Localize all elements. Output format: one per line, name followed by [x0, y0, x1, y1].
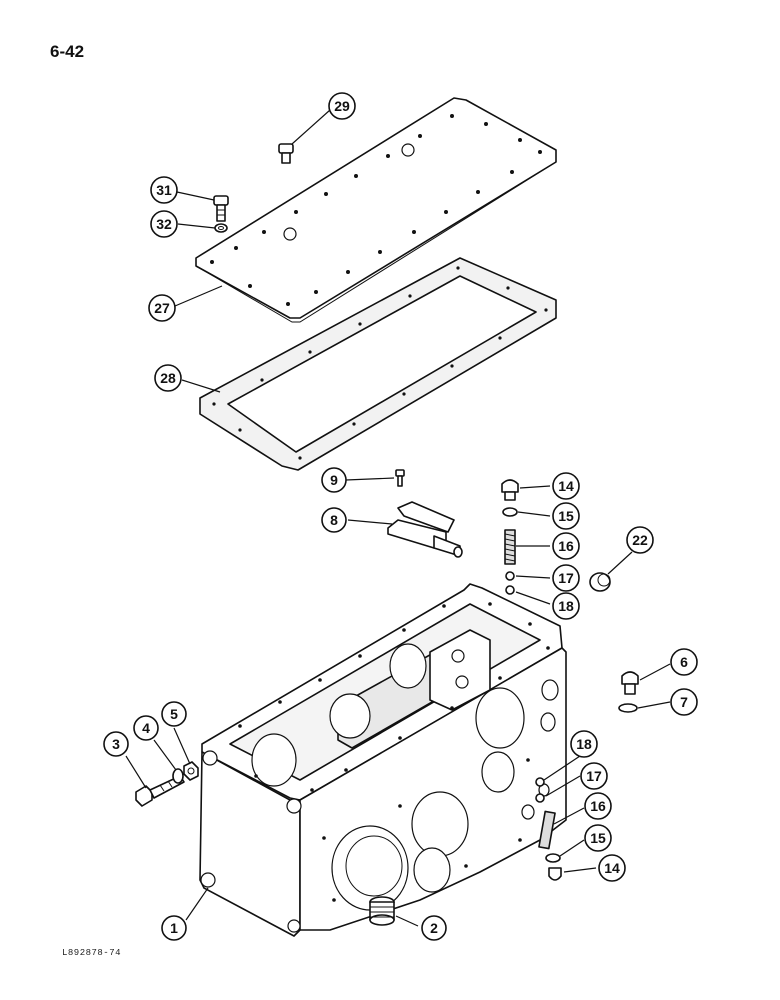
- svg-text:17: 17: [558, 570, 574, 586]
- svg-text:32: 32: [156, 216, 172, 232]
- svg-text:9: 9: [330, 472, 338, 488]
- callout-16-upper: 16: [552, 532, 580, 560]
- callout-16-lower: 16: [584, 792, 612, 820]
- callout-9: 9: [321, 467, 347, 493]
- svg-text:15: 15: [558, 508, 574, 524]
- callout-1: 1: [161, 915, 187, 941]
- svg-text:16: 16: [590, 798, 606, 814]
- drawing-reference-code: L892878-74: [62, 948, 122, 958]
- svg-text:22: 22: [632, 532, 648, 548]
- svg-text:2: 2: [430, 920, 438, 936]
- svg-text:27: 27: [154, 300, 170, 316]
- callout-15-lower: 15: [584, 824, 612, 852]
- hex-nut: [183, 761, 199, 781]
- svg-text:6: 6: [680, 654, 688, 670]
- shift-bracket: [387, 501, 463, 558]
- callout-18-upper: 18: [552, 592, 580, 620]
- callout-5: 5: [161, 701, 187, 727]
- svg-text:8: 8: [330, 512, 338, 528]
- callout-29: 29: [328, 92, 356, 120]
- svg-text:5: 5: [170, 706, 178, 722]
- callout-17-lower: 17: [580, 762, 608, 790]
- leader-lines: [125, 109, 671, 927]
- callout-15-upper: 15: [552, 502, 580, 530]
- callout-3: 3: [103, 731, 129, 757]
- transmission-housing: [199, 583, 567, 937]
- svg-text:16: 16: [558, 538, 574, 554]
- callout-31: 31: [150, 176, 178, 204]
- callout-6: 6: [670, 648, 698, 676]
- bracket-screw: [395, 469, 405, 487]
- upper-detent-assembly: [501, 479, 519, 595]
- svg-text:14: 14: [604, 860, 620, 876]
- callout-22: 22: [626, 526, 654, 554]
- lower-detent-assembly: [535, 777, 562, 881]
- svg-text:18: 18: [558, 598, 574, 614]
- callout-8: 8: [321, 507, 347, 533]
- lock-washer: [214, 223, 228, 233]
- callout-32: 32: [150, 210, 178, 238]
- side-plug: [621, 671, 639, 695]
- cover-gasket: [199, 257, 557, 471]
- callout-17-upper: 17: [552, 564, 580, 592]
- svg-text:4: 4: [142, 720, 150, 736]
- page-number: 6-42: [50, 42, 85, 61]
- callout-14-lower: 14: [598, 854, 626, 882]
- callout-2: 2: [421, 915, 447, 941]
- svg-text:15: 15: [590, 830, 606, 846]
- callout-18-lower: 18: [570, 730, 598, 758]
- o-ring: [618, 703, 638, 713]
- svg-text:28: 28: [160, 370, 176, 386]
- breather-plug: [278, 143, 294, 164]
- callout-14-upper: 14: [552, 472, 580, 500]
- expansion-plug: [589, 572, 611, 592]
- callout-27: 27: [148, 294, 176, 322]
- svg-text:31: 31: [156, 182, 172, 198]
- svg-text:17: 17: [586, 768, 602, 784]
- svg-text:3: 3: [112, 736, 120, 752]
- cover-plate: [195, 97, 557, 323]
- drain-plug: [369, 896, 395, 926]
- callout-4: 4: [133, 715, 159, 741]
- svg-text:7: 7: [680, 694, 688, 710]
- svg-text:1: 1: [170, 920, 178, 936]
- flat-washer: [172, 768, 184, 784]
- svg-text:18: 18: [576, 736, 592, 752]
- callout-7: 7: [670, 688, 698, 716]
- callout-28: 28: [154, 364, 182, 392]
- svg-text:29: 29: [334, 98, 350, 114]
- cover-bolt: [213, 195, 229, 222]
- svg-text:14: 14: [558, 478, 574, 494]
